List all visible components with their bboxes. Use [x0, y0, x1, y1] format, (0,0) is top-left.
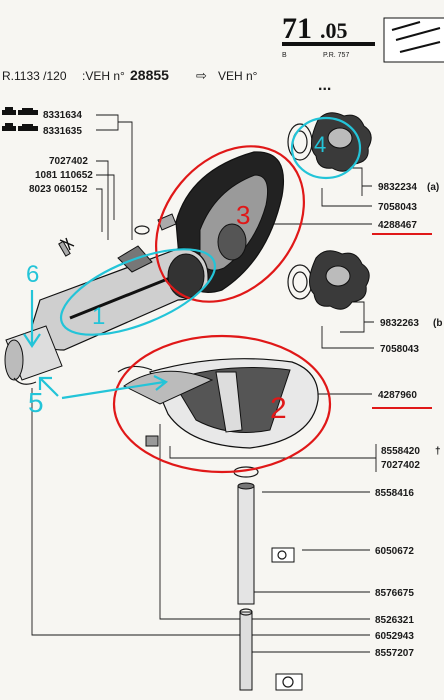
pipe-clip-upper — [271, 547, 295, 563]
part-label-4288467: 4288467 — [378, 220, 417, 231]
page-header: 71 .05 B P.R. 757 R.1133 /120 :VEH n° 28… — [2, 12, 444, 94]
arrow-icon: ⇨ — [196, 68, 207, 83]
part-label-1081-110652: 1081 110652 — [35, 170, 93, 181]
header-corner-box — [383, 17, 444, 63]
pipe-clip-lower — [275, 673, 303, 691]
ellipsis: ... — [318, 77, 331, 94]
page-number-main: 71 — [282, 12, 312, 45]
part-label-9832234: 9832234 — [378, 182, 417, 193]
funnel-bowl — [117, 358, 319, 449]
page-number-sub: .05 — [320, 18, 348, 43]
car-icon — [2, 123, 16, 131]
clip-ring — [13, 377, 37, 385]
part-label-8331634: 8331634 — [43, 110, 82, 121]
cyan-circle-4 — [290, 116, 362, 180]
part-suffix-dagger: † — [435, 446, 441, 457]
part-label-6050672: 6050672 — [375, 546, 414, 557]
header-letter-b: B — [282, 52, 287, 59]
part-label-8558420: 8558420 — [381, 446, 420, 457]
part-label-8526321: 8526321 — [375, 615, 414, 626]
annotation-3: 3 — [236, 200, 250, 230]
annotation-6: 6 — [26, 261, 39, 288]
red-circle-2 — [112, 334, 332, 474]
part-label-8557207: 8557207 — [375, 648, 414, 659]
part-label-7058043-top: 7058043 — [378, 202, 417, 213]
part-label-7027402-top: 7027402 — [49, 156, 88, 167]
part-label-8023-060152: 8023 060152 — [29, 184, 88, 195]
part-label-8331635: 8331635 — [43, 126, 82, 137]
part-label-6052943: 6052943 — [375, 631, 414, 642]
annotation-5: 5 — [28, 387, 44, 418]
veh-label: :VEH n° — [82, 69, 125, 83]
arrow-right-icon — [61, 375, 169, 400]
part-label-8558416: 8558416 — [375, 488, 414, 499]
part-suffix-b: (b — [433, 318, 442, 329]
model-reference: R.1133 /120 — [2, 69, 67, 83]
part-label-7027402-bottom: 7027402 — [381, 460, 420, 471]
red-circle-3 — [155, 145, 305, 303]
arrow-down-icon — [23, 290, 41, 348]
drain-pipe — [233, 466, 259, 691]
knob-lower — [287, 250, 370, 310]
veh-label-2: VEH n° — [218, 69, 258, 83]
car-icon — [18, 108, 38, 115]
cyan-circle-1 — [59, 248, 217, 336]
header-pr-code: P.R. 757 — [323, 52, 349, 59]
part-label-8576675: 8576675 — [375, 588, 414, 599]
filter-bowl-upper — [175, 151, 284, 293]
part-label-7058043-bottom: 7058043 — [380, 344, 419, 355]
annotation-4: 4 — [314, 132, 326, 157]
annotation-2: 2 — [270, 392, 287, 425]
drain-nipple — [145, 435, 159, 447]
vehicle-icons — [2, 107, 38, 131]
part-suffix-a: (a) — [427, 182, 439, 193]
annotation-1: 1 — [92, 303, 105, 330]
car-icon — [18, 124, 38, 131]
car-icon — [2, 107, 16, 115]
knob-top — [287, 112, 372, 172]
part-label-9832263: 9832263 — [380, 318, 419, 329]
veh-number: 28855 — [130, 67, 169, 83]
arrow-up-left-icon — [38, 376, 59, 397]
part-label-4287960: 4287960 — [378, 390, 417, 401]
